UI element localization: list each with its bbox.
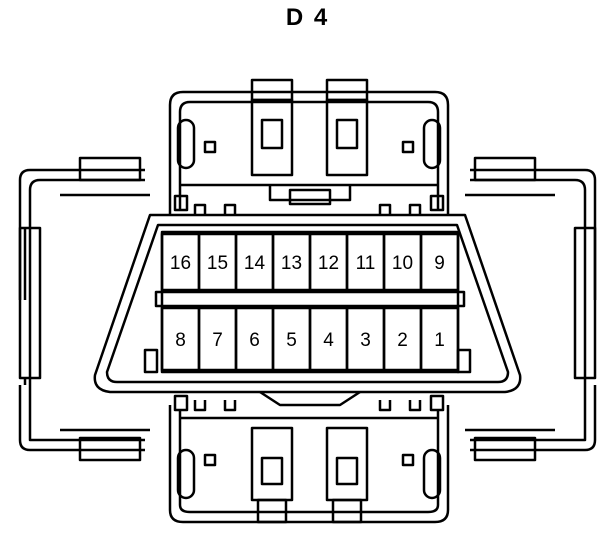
latch-window-bottom-right [325, 426, 369, 502]
pin-label-5: 5 [286, 330, 297, 351]
key-slot-left [143, 348, 159, 374]
row-separator [154, 290, 466, 308]
pin-label-7: 7 [212, 330, 223, 351]
connector-face [93, 213, 522, 394]
connector-title: D 4 [285, 4, 330, 31]
pin-label-13: 13 [281, 253, 302, 274]
pin-label-11: 11 [356, 253, 376, 274]
right-wing [465, 156, 597, 462]
pin-label-3: 3 [360, 330, 371, 351]
pin-cell-1 [419, 306, 460, 372]
pin-label-16: 16 [170, 253, 191, 274]
pin-label-9: 9 [434, 253, 445, 274]
latch-window-bottom-left [250, 426, 294, 502]
pin-label-8: 8 [175, 330, 186, 351]
pin-label-2: 2 [397, 330, 408, 351]
pin-cells: 16 15 14 13 12 11 10 9 8 7 6 5 4 3 2 1 [160, 232, 460, 372]
top-housing [168, 78, 450, 215]
pin-label-12: 12 [318, 253, 339, 274]
latch-window-top-left [250, 98, 294, 177]
left-wing [18, 156, 150, 462]
key-slot-right [456, 348, 472, 374]
latch-window-top-right [325, 98, 369, 177]
pin-label-15: 15 [207, 253, 228, 274]
pin-cell-9 [419, 232, 460, 292]
pin-label-6: 6 [249, 330, 260, 351]
bottom-housing [168, 194, 450, 524]
pin-label-14: 14 [244, 253, 266, 274]
pin-label-1: 1 [434, 330, 445, 351]
pin-label-10: 10 [392, 253, 413, 274]
pin-label-4: 4 [323, 330, 334, 351]
